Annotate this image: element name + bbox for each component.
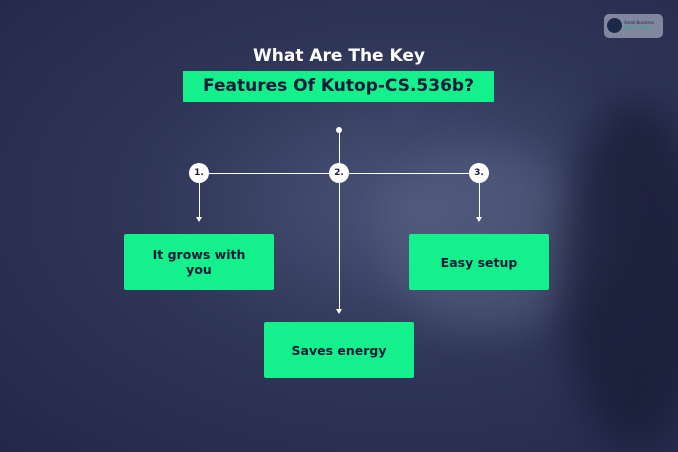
title-line-1: What Are The Key	[253, 46, 425, 66]
step-number: 1.	[189, 163, 209, 183]
feature-box: It grows with you	[124, 234, 274, 290]
connector-line	[199, 173, 200, 218]
feature-box: Easy setup	[409, 234, 549, 290]
step-number: 2.	[329, 163, 349, 183]
feature-box: Saves energy	[264, 322, 414, 378]
connector-line	[339, 130, 340, 310]
connector-line	[479, 173, 480, 218]
arrow-icon	[476, 217, 482, 222]
step-number: 3.	[469, 163, 489, 183]
arrow-icon	[336, 309, 342, 314]
arrow-icon	[196, 217, 202, 222]
title-line-2: Features Of Kutop-CS.536b?	[183, 71, 494, 102]
connector-dot	[336, 127, 342, 133]
